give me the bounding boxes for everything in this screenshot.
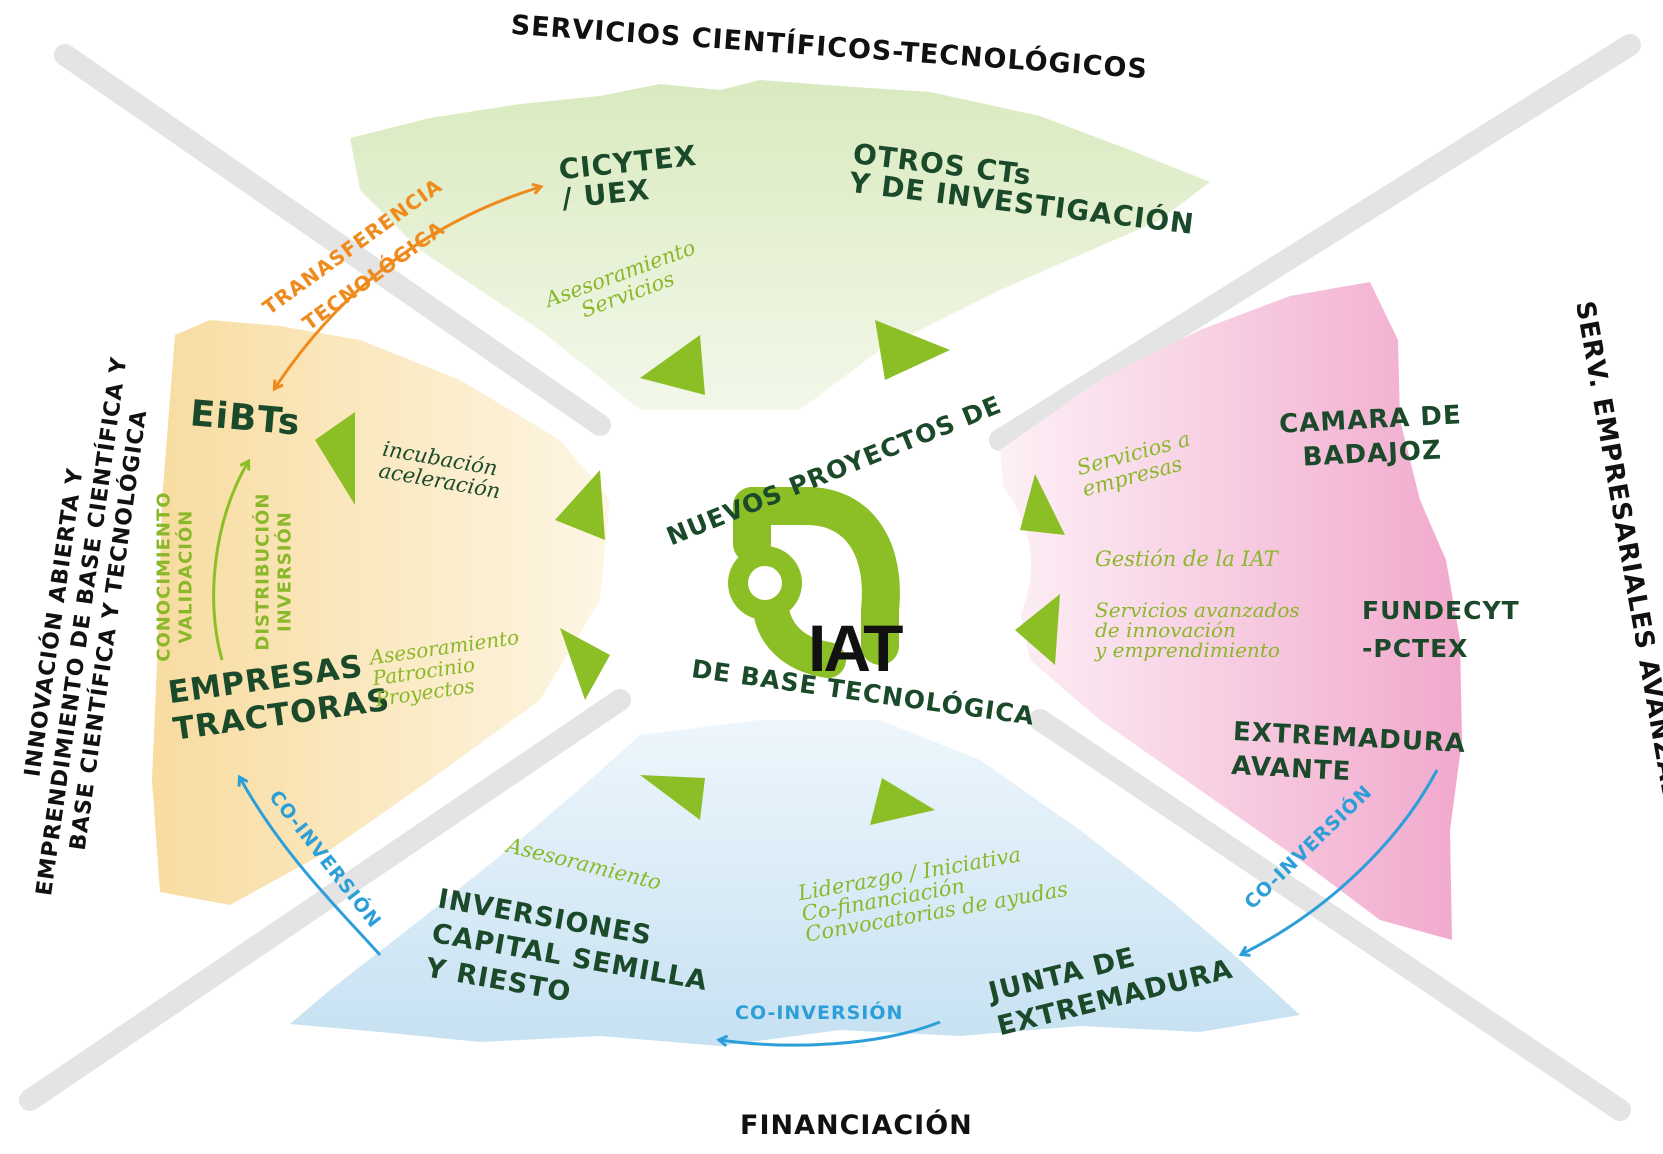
right-quadrant-bg bbox=[1000, 282, 1462, 940]
pointer-bottom-right bbox=[870, 778, 935, 825]
pointer-right-lower bbox=[1015, 594, 1060, 665]
service-servicios-avanzados: Servicios avanzados de innovación y empr… bbox=[1095, 598, 1300, 662]
iat-logo-icon bbox=[728, 487, 900, 678]
top-quadrant-bg bbox=[350, 80, 1210, 410]
flow-coinversion-bottom: CO-INVERSIÓN bbox=[735, 1002, 904, 1024]
pointer-top-right bbox=[875, 320, 950, 380]
left-quadrant-bg bbox=[152, 320, 610, 905]
pointer-left-eibts bbox=[315, 412, 355, 505]
transferencia-arrow bbox=[275, 187, 540, 388]
pointer-top-left bbox=[640, 335, 705, 395]
actor-fundecyt: FUNDECYT -PCTEX bbox=[1362, 596, 1520, 663]
conocimiento-arrow bbox=[212, 462, 248, 661]
coinversion-arrow-right bbox=[1242, 769, 1439, 954]
pointer-right-upper bbox=[1020, 474, 1065, 535]
flow-conocimiento: CONOCIMIENTO VALIDACIÓN bbox=[153, 491, 197, 662]
coinversion-arrow-bottom bbox=[720, 1020, 941, 1045]
pointer-bottom-left bbox=[640, 775, 705, 820]
service-gestion-iat: Gestión de la IAT bbox=[1095, 547, 1278, 571]
pointer-left-lower bbox=[560, 628, 610, 700]
actor-extremadura-avante: EXTREMADURA AVANTE bbox=[1230, 716, 1467, 787]
flow-distribucion: DISTRIBUCIÓN INVERSIÓN bbox=[252, 492, 296, 651]
green-pointers bbox=[315, 320, 1065, 825]
iat-logo-text: IAT bbox=[808, 611, 903, 685]
actor-camara-badajoz: CAMARA DE BADAJOZ bbox=[1278, 400, 1463, 473]
coinversion-arrow-left bbox=[240, 778, 382, 957]
heading-bottom: FINANCIACIÓN bbox=[740, 1110, 973, 1141]
actor-eibts: EiBTs bbox=[188, 393, 303, 444]
pointer-left-upper bbox=[555, 470, 605, 540]
bottom-quadrant-bg bbox=[290, 720, 1300, 1046]
